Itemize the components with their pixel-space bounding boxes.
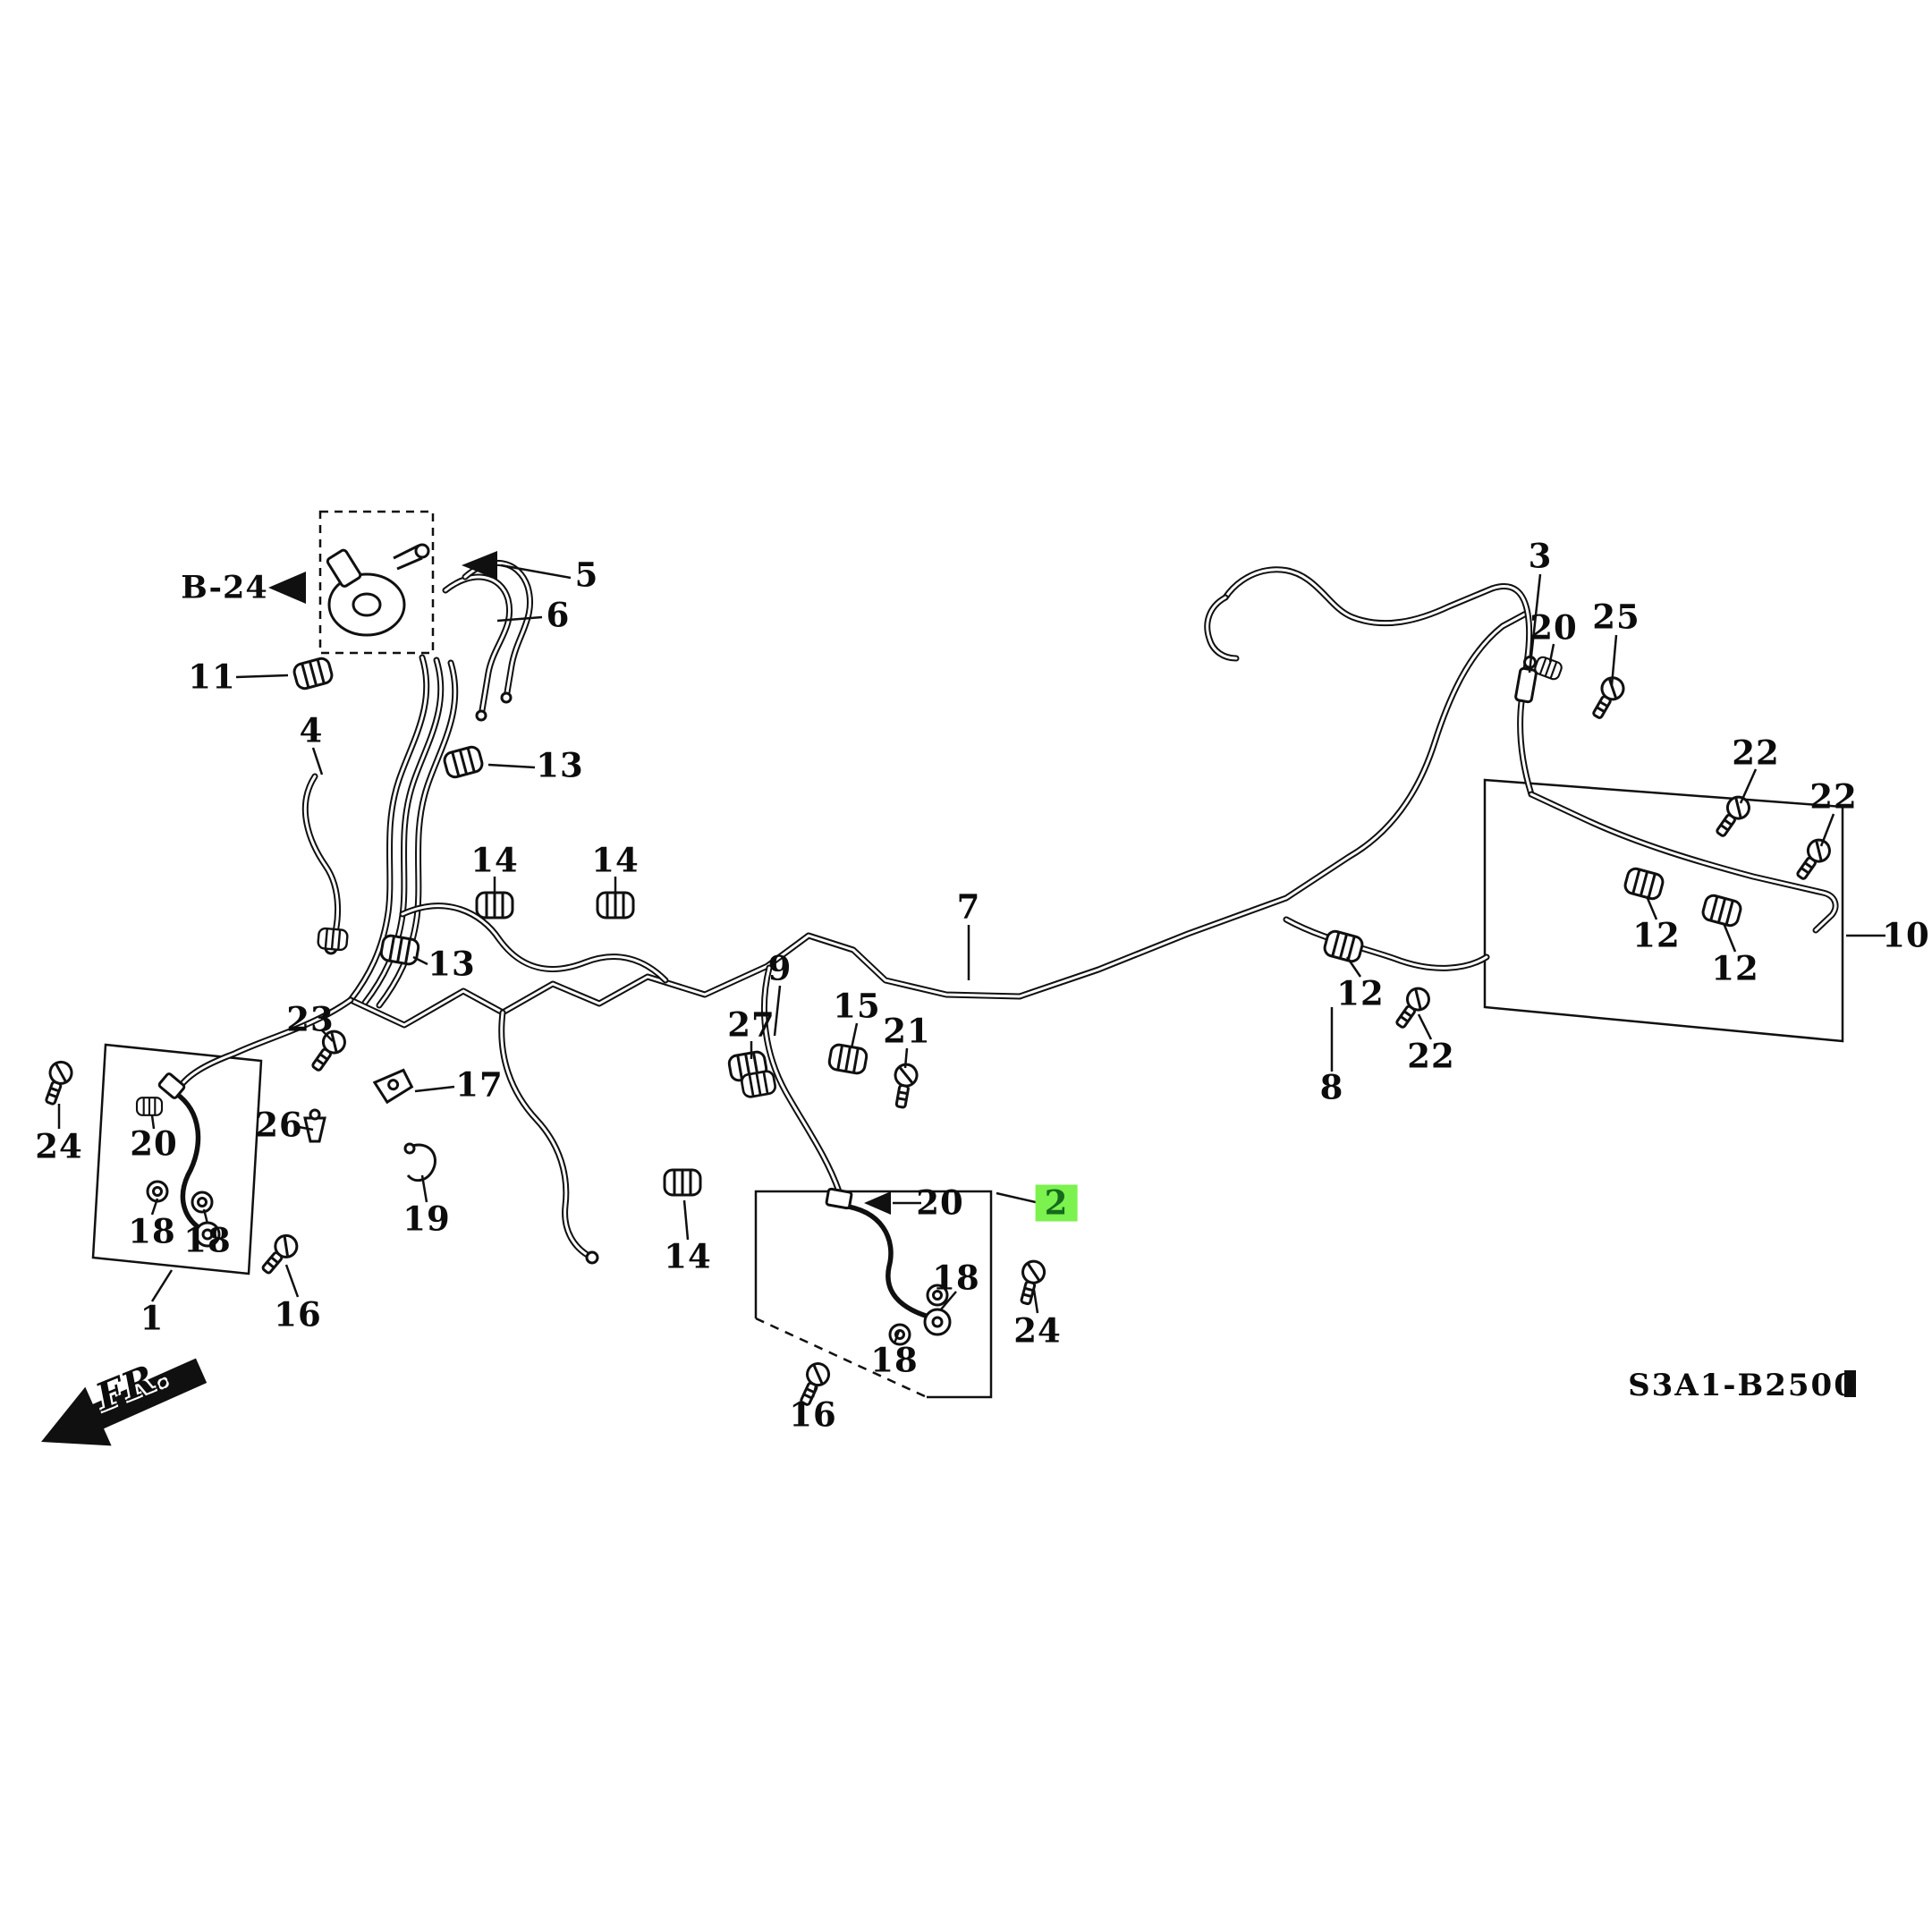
callout-fr: FR.: [89, 1351, 175, 1419]
callout-20[interactable]: 20: [916, 1182, 964, 1223]
callout-7[interactable]: 7: [956, 886, 981, 927]
callout-13[interactable]: 13: [428, 944, 476, 984]
fr-direction-arrow-icon: [41, 1358, 208, 1446]
callout-16[interactable]: 16: [274, 1294, 322, 1335]
callout-24[interactable]: 24: [1013, 1310, 1062, 1351]
callout-25[interactable]: 25: [1592, 597, 1640, 637]
front-left-hose-panel: [91, 1043, 263, 1275]
master-cylinder-dashed-box: [318, 510, 435, 655]
callout-18[interactable]: 18: [870, 1340, 919, 1380]
callout-12[interactable]: 12: [1711, 948, 1759, 988]
callout-26[interactable]: 26: [255, 1105, 303, 1145]
callout-23[interactable]: 23: [286, 999, 335, 1039]
callout-9[interactable]: 9: [767, 948, 792, 988]
callout-4[interactable]: 4: [299, 710, 324, 750]
callout-2[interactable]: 2: [1035, 1184, 1078, 1222]
callout-6[interactable]: 6: [546, 595, 571, 635]
callout-12[interactable]: 12: [1336, 973, 1385, 1013]
callout-20[interactable]: 20: [1530, 607, 1578, 648]
callout-19[interactable]: 19: [402, 1199, 451, 1239]
callout-11[interactable]: 11: [188, 657, 236, 697]
brake-hoses: [157, 1072, 952, 1336]
callout-10[interactable]: 10: [1882, 915, 1930, 955]
callout-18[interactable]: 18: [183, 1220, 232, 1260]
callout-13[interactable]: 13: [536, 745, 584, 785]
callout-14[interactable]: 14: [470, 840, 519, 880]
rear-pipe-panel: [1483, 778, 1844, 1043]
callout-17[interactable]: 17: [455, 1064, 504, 1105]
callout-21[interactable]: 21: [883, 1011, 931, 1051]
callout-b-24[interactable]: B-24: [181, 569, 268, 606]
callout-18[interactable]: 18: [128, 1211, 176, 1251]
callout-8[interactable]: 8: [1319, 1067, 1344, 1107]
callout-3[interactable]: 3: [1528, 536, 1553, 576]
left-arrow-icon: [462, 551, 497, 580]
callout-12[interactable]: 12: [1632, 915, 1681, 955]
callout-14[interactable]: 14: [591, 840, 640, 880]
front-right-hose-panel: [754, 1190, 993, 1399]
revision-mark: [1844, 1370, 1856, 1397]
left-arrow-icon: [864, 1191, 891, 1215]
callout-22[interactable]: 22: [1732, 733, 1780, 773]
callout-18[interactable]: 18: [932, 1258, 980, 1298]
pointer-arrows: [268, 551, 891, 1215]
callout-24[interactable]: 24: [35, 1126, 83, 1166]
callout-1[interactable]: 1: [140, 1298, 165, 1338]
callout-27[interactable]: 27: [727, 1004, 775, 1045]
leader-lines: [57, 564, 1885, 1398]
left-arrow-icon: [268, 572, 306, 604]
callout-16[interactable]: 16: [789, 1394, 837, 1435]
callout-22[interactable]: 22: [1809, 776, 1858, 817]
callout-20[interactable]: 20: [130, 1123, 178, 1164]
callout-5[interactable]: 5: [574, 555, 599, 595]
callout-15[interactable]: 15: [833, 986, 881, 1026]
panel-outlines: [91, 510, 1844, 1399]
master-cylinder: [326, 543, 430, 637]
part-glyphs: [38, 654, 1835, 1410]
callout-14[interactable]: 14: [664, 1236, 712, 1276]
callout-22[interactable]: 22: [1407, 1036, 1455, 1076]
callout-s3a1-b2500: S3A1-B2500: [1628, 1368, 1857, 1403]
